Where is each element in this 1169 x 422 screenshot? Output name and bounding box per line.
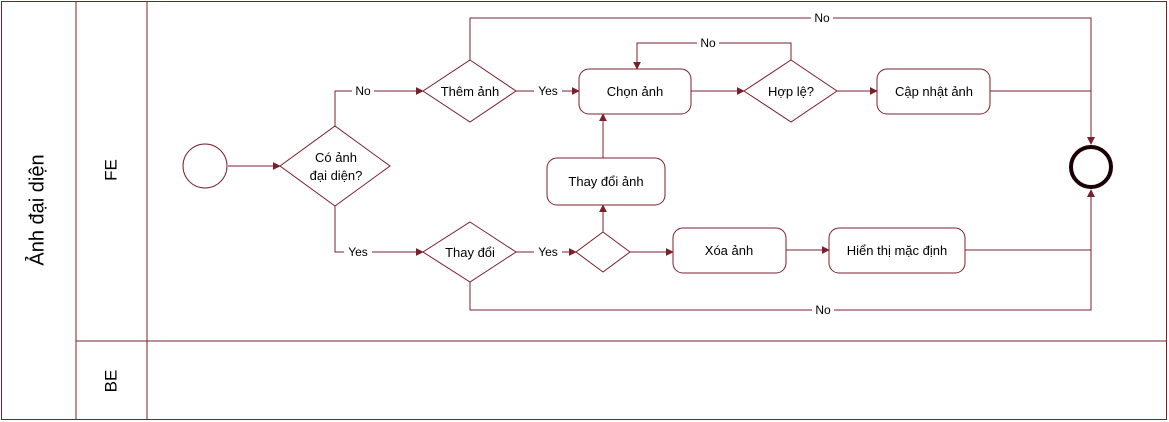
gateway-has-avatar-label-2: đại diện? <box>310 168 363 183</box>
task-show-default-label: Hiển thị mặc định <box>847 243 947 258</box>
task-show-default-shape <box>828 227 966 274</box>
edge-labels: No No Yes No Yes Yes No <box>344 11 834 317</box>
task-update-photo: Cập nhật ảnh <box>876 68 991 115</box>
gateway-unlabeled <box>575 231 631 273</box>
task-update-photo-label: Cập nhật ảnh <box>895 84 973 99</box>
edge-label-no-has-avatar: No <box>355 84 371 98</box>
edge-default-to-end <box>965 189 1095 251</box>
task-update-photo-shape <box>876 68 991 115</box>
lane-label-be: BE <box>101 370 120 393</box>
task-delete-photo-shape <box>672 227 787 274</box>
gateway-valid-shape <box>743 59 838 123</box>
gateway-change-label: Thay đổi <box>445 245 495 260</box>
edge-label-no-valid: No <box>700 36 716 50</box>
task-show-default: Hiển thị mặc định <box>828 227 966 274</box>
edge-label-yes-add: Yes <box>538 84 558 98</box>
pool-title: Ảnh đại diện <box>25 154 48 265</box>
task-delete-photo-label: Xóa ảnh <box>705 243 753 258</box>
edge-has-avatar-no <box>334 87 424 126</box>
edge-label-yes-has-avatar: Yes <box>348 245 368 259</box>
gateway-add-photo-shape <box>422 59 517 123</box>
gateway-change: Thay đổi <box>422 221 517 283</box>
edge-label-no-bottom: No <box>815 303 831 317</box>
task-change-photo-label: Thay đổi ảnh <box>568 174 643 189</box>
edge-label-yes-change: Yes <box>538 245 558 259</box>
lane-label-fe: FE <box>101 159 120 181</box>
task-change-photo-shape <box>546 157 666 206</box>
gateway-valid-label: Hợp lệ? <box>768 84 814 99</box>
task-change-photo: Thay đổi ảnh <box>546 157 666 206</box>
edge-has-avatar-yes <box>334 206 424 256</box>
edge-label-no-top: No <box>814 11 830 25</box>
gateway-change-shape <box>422 221 517 283</box>
gateway-add-photo-label: Thêm ảnh <box>441 84 500 99</box>
gateway-has-avatar-label-1: Có ảnh <box>315 150 357 165</box>
edge-update-to-end <box>990 90 1095 145</box>
task-choose-photo-label: Chọn ảnh <box>607 84 663 99</box>
edge-add-no <box>469 17 1095 145</box>
start-event <box>182 143 228 189</box>
task-delete-photo: Xóa ảnh <box>672 227 787 274</box>
end-event <box>1069 145 1113 189</box>
gateway-add-photo: Thêm ảnh <box>422 59 517 123</box>
gateway-has-avatar: Có ảnh đại diện? <box>279 125 391 207</box>
gateway-has-avatar-shape <box>279 125 391 207</box>
task-choose-photo: Chọn ảnh <box>578 68 692 115</box>
task-choose-photo-shape <box>578 68 692 115</box>
gateway-valid: Hợp lệ? <box>743 59 838 123</box>
